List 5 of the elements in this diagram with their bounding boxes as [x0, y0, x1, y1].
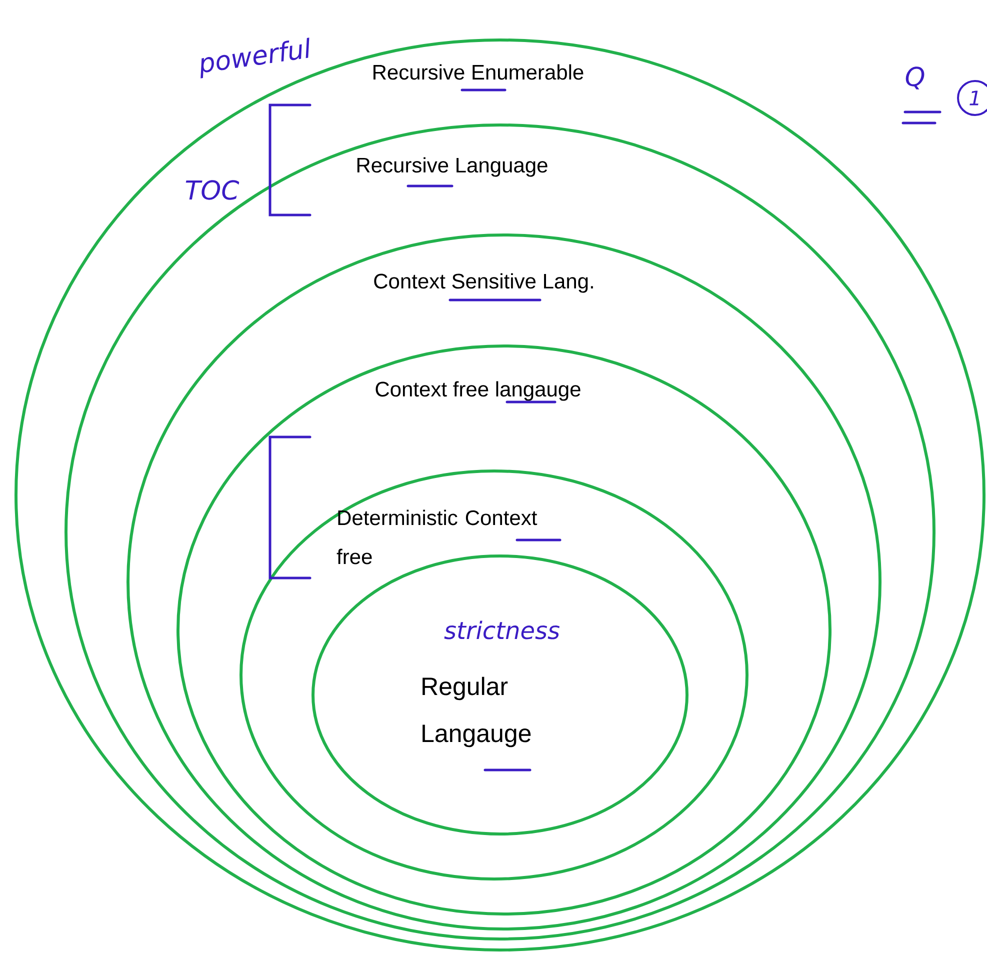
handwritten-note: powerful — [200, 38, 310, 78]
handwritten-note: Q — [906, 66, 924, 90]
handwritten-note: 1 — [970, 90, 978, 106]
handwritten-note: strictness — [444, 620, 560, 640]
handwritten-note: TOC — [186, 180, 240, 200]
